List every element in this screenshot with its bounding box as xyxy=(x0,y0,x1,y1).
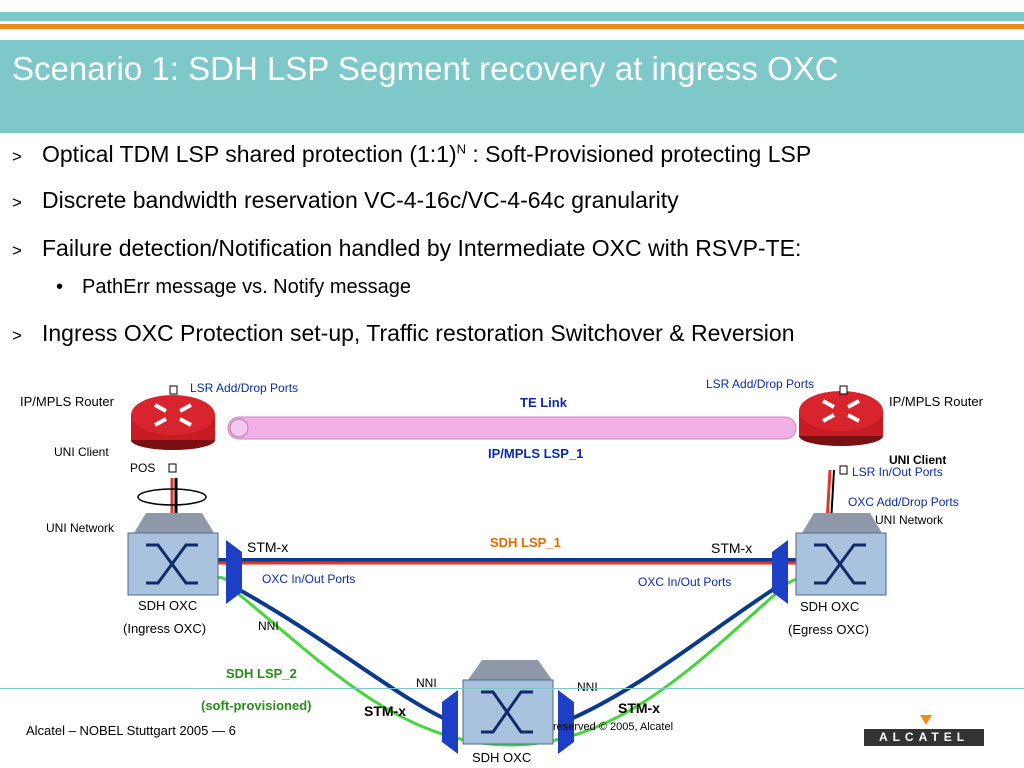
footer-divider xyxy=(0,688,1024,689)
label-ip-mpls-lsp: IP/MPLS LSP_1 xyxy=(488,446,583,461)
pos-ring xyxy=(137,488,207,506)
nni-link-left xyxy=(235,586,453,724)
sub-bullet: • PathErr message vs. Notify message xyxy=(56,276,411,299)
label-lsr-in-out: LSR In/Out Ports xyxy=(852,465,943,479)
footer-text: Alcatel – NOBEL Stuttgart 2005 — 6 xyxy=(26,723,236,738)
bullet-marker: > xyxy=(12,241,22,260)
label-ingress: (Ingress OXC) xyxy=(123,621,206,636)
bullet-3: > Failure detection/Notification handled … xyxy=(12,235,801,262)
label-uni-client-right: UNI Client xyxy=(889,453,946,467)
bullet-marker: > xyxy=(12,326,22,345)
label-stm-right: STM-x xyxy=(711,540,752,556)
copyright-text: reserved © 2005, Alcatel xyxy=(553,721,674,733)
oxc-bottom xyxy=(462,660,554,745)
label-oxc-in-out-right: OXC In/Out Ports xyxy=(638,575,731,589)
label-sdh-oxc-egress: SDH OXC xyxy=(800,599,859,614)
label-uni-network-right: UNI Network xyxy=(875,513,944,527)
port-egress-left xyxy=(772,540,788,604)
bullet-text-after: : Soft-Provisioned protecting LSP xyxy=(466,141,812,167)
bullet-text: Optical TDM LSP shared protection (1:1) xyxy=(42,141,457,167)
alcatel-logo-mark-icon xyxy=(920,715,932,725)
network-diagram: IP/MPLS Router LSR Add/Drop Ports TE Lin… xyxy=(20,377,984,765)
label-egress: (Egress OXC) xyxy=(788,622,869,637)
bullet-4: > Ingress OXC Protection set-up, Traffic … xyxy=(12,320,795,347)
port-ingress-right xyxy=(226,540,242,604)
label-lsr-add-drop-left: LSR Add/Drop Ports xyxy=(190,381,298,395)
label-uni-network-left: UNI Network xyxy=(46,521,115,535)
oxc-egress xyxy=(795,513,887,596)
label-te-link: TE Link xyxy=(520,395,568,410)
sub-bullet-marker: • xyxy=(56,276,64,298)
nni-link-right xyxy=(563,583,782,724)
bullet-marker: > xyxy=(12,147,22,166)
label-sdh-lsp-1: SDH LSP_1 xyxy=(490,535,561,550)
label-lsr-add-drop-right: LSR Add/Drop Ports xyxy=(706,377,814,391)
lsr-in-out-port xyxy=(839,465,848,475)
label-uni-client-left: UNI Client xyxy=(54,445,109,459)
bullet-text: Ingress OXC Protection set-up, Traffic r… xyxy=(42,320,795,346)
slide-title: Scenario 1: SDH LSP Segment recovery at … xyxy=(12,50,839,87)
sub-bullet-text: PathErr message vs. Notify message xyxy=(82,276,412,298)
label-nni-bottom-left: NNI xyxy=(416,676,437,690)
bullet-1: > Optical TDM LSP shared protection (1:1)… xyxy=(12,141,811,168)
port-bottom-right xyxy=(558,690,574,754)
label-pos: POS xyxy=(130,461,155,475)
oxc-ingress xyxy=(127,513,219,596)
label-router-left: IP/MPLS Router xyxy=(20,394,115,409)
label-nni-left: NNI xyxy=(258,619,279,633)
alcatel-logo: ALCATEL xyxy=(864,729,984,746)
label-oxc-add-drop: OXC Add/Drop Ports xyxy=(848,495,959,509)
bullet-text: Failure detection/Notification handled b… xyxy=(42,235,802,261)
bullet-text: Discrete bandwidth reservation VC-4-16c/… xyxy=(42,187,679,213)
label-soft-provisioned: (soft-provisioned) xyxy=(201,698,312,713)
lsr-port-left xyxy=(169,385,178,395)
label-sdh-lsp-2: SDH LSP_2 xyxy=(226,666,297,681)
title-bar xyxy=(0,40,1024,133)
label-stm-left: STM-x xyxy=(247,539,288,555)
label-router-right: IP/MPLS Router xyxy=(889,394,984,409)
label-stm-bottom-left: STM-x xyxy=(364,703,406,719)
lsr-port-right xyxy=(839,385,848,395)
top-stripe-teal xyxy=(0,12,1024,21)
te-link-tube xyxy=(227,416,797,440)
te-link-end-marker xyxy=(229,418,249,438)
label-sdh-oxc-ingress: SDH OXC xyxy=(138,598,197,613)
router-left xyxy=(131,395,215,450)
bullet-marker: > xyxy=(12,193,22,212)
router-right xyxy=(799,391,883,446)
label-nni-bottom-right: NNI xyxy=(577,680,598,694)
label-stm-bottom-right: STM-x xyxy=(618,700,660,716)
bullet-2: > Discrete bandwidth reservation VC-4-16c… xyxy=(12,187,679,214)
pos-port xyxy=(168,463,177,473)
bullet-superscript: N xyxy=(456,141,467,157)
top-stripe-orange xyxy=(0,24,1024,29)
port-bottom-left xyxy=(442,690,458,754)
label-sdh-oxc-bottom: SDH OXC xyxy=(472,750,531,765)
label-oxc-in-out-left: OXC In/Out Ports xyxy=(262,572,355,586)
